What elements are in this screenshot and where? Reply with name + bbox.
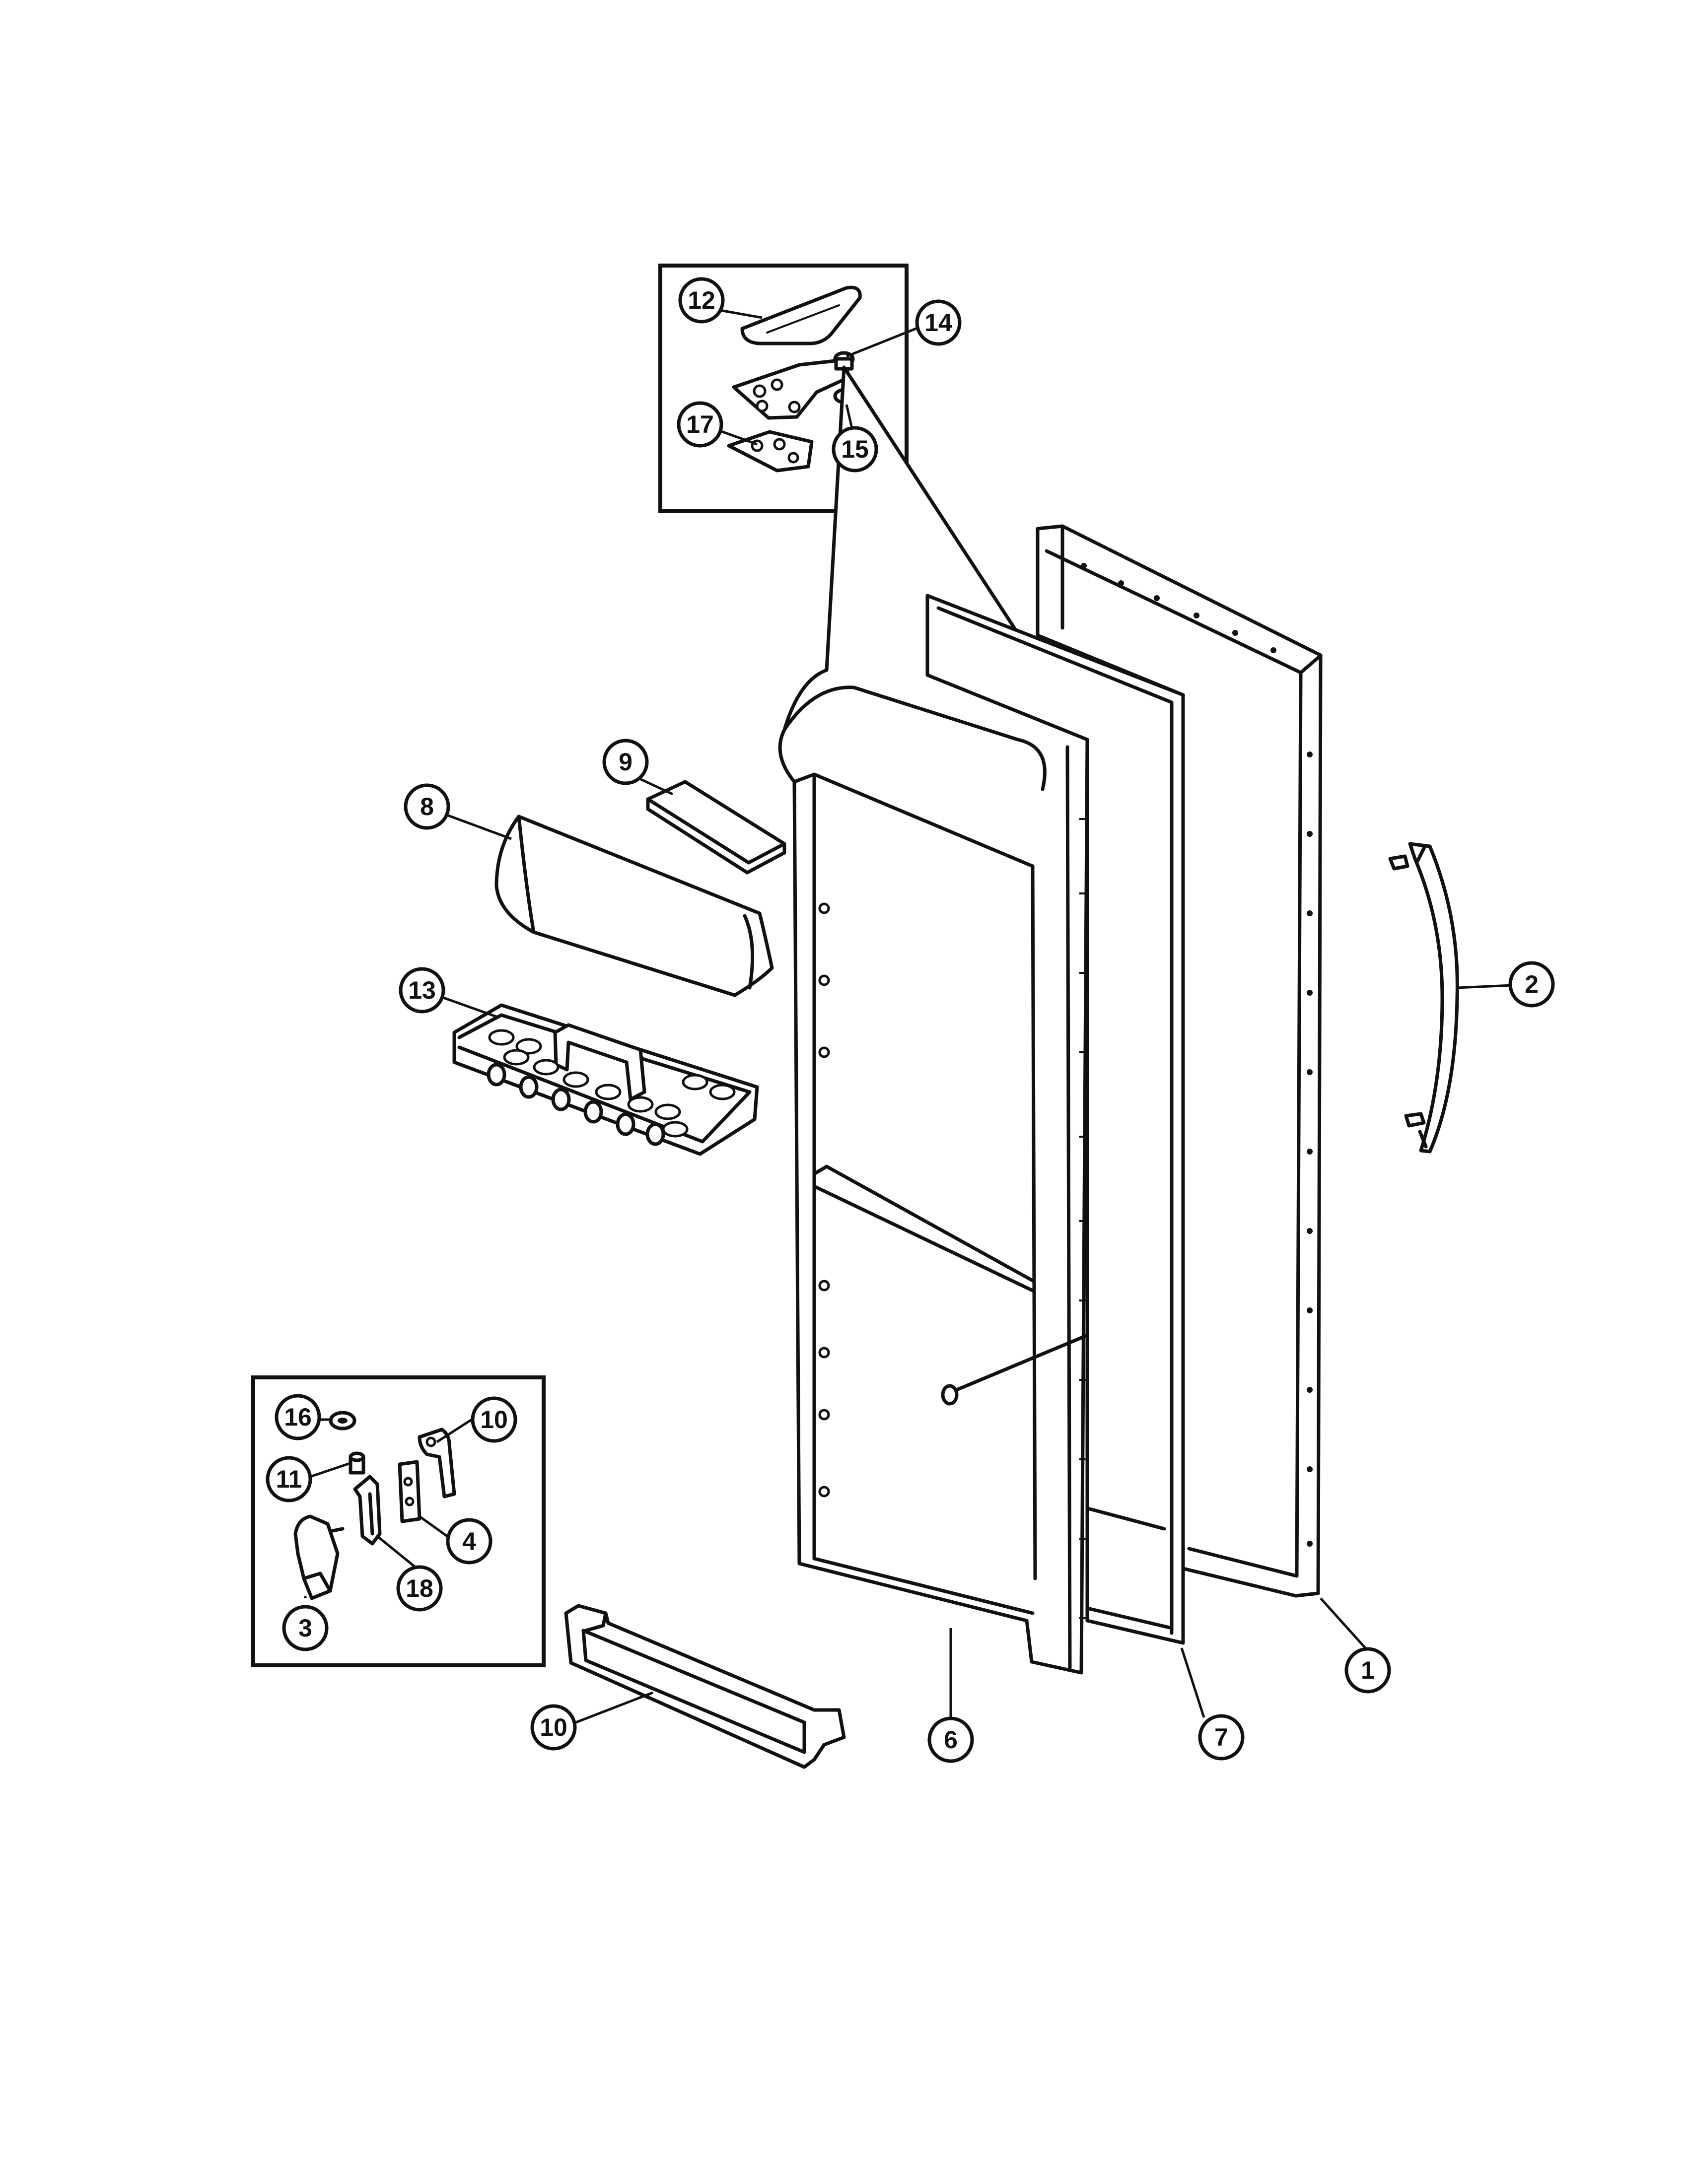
- top-hinge-inset: [658, 264, 909, 513]
- callout-4: 4: [446, 1518, 492, 1565]
- leader-lines: [304, 309, 1512, 1724]
- hinge-bracket-part: [418, 1428, 456, 1499]
- hinge-plate-part: [398, 1460, 422, 1523]
- svg-text:11: 11: [276, 1465, 302, 1493]
- svg-text:10: 10: [540, 1713, 567, 1741]
- callout-15: 15: [832, 426, 878, 473]
- svg-text:8: 8: [420, 793, 434, 820]
- butter-door-part: [494, 815, 774, 997]
- callout-9: 9: [602, 739, 649, 785]
- callout-10-bar: 10: [530, 1704, 577, 1751]
- lower-hinge-part: [353, 1475, 382, 1546]
- door-panel-part: [1036, 524, 1323, 1598]
- svg-text:9: 9: [619, 748, 633, 776]
- svg-text:10: 10: [480, 1406, 508, 1433]
- callout-14: 14: [915, 299, 962, 346]
- callout-7: 7: [1198, 1714, 1245, 1761]
- svg-text:6: 6: [944, 1726, 958, 1754]
- svg-text:12: 12: [688, 286, 715, 314]
- callout-1: 1: [1344, 1647, 1391, 1694]
- callout-2: 2: [1508, 961, 1555, 1008]
- callout-17: 17: [677, 401, 723, 448]
- svg-text:13: 13: [408, 976, 436, 1004]
- callout-12: 12: [678, 277, 725, 324]
- callout-8: 8: [404, 783, 450, 830]
- svg-text:3: 3: [298, 1614, 312, 1642]
- svg-text:16: 16: [284, 1403, 312, 1431]
- callout-3: 3: [282, 1605, 329, 1651]
- callout-16: 16: [275, 1394, 321, 1440]
- callout-11: 11: [266, 1456, 312, 1502]
- hinge-block-part: [293, 1514, 340, 1600]
- svg-text:15: 15: [841, 435, 869, 463]
- svg-text:14: 14: [924, 309, 952, 337]
- callout-13: 13: [399, 967, 445, 1014]
- svg-text:17: 17: [686, 410, 714, 438]
- callout-10-small: 10: [471, 1396, 517, 1443]
- callout-18: 18: [396, 1565, 443, 1612]
- svg-text:18: 18: [406, 1574, 433, 1602]
- svg-text:7: 7: [1214, 1723, 1228, 1751]
- svg-text:2: 2: [1525, 970, 1539, 998]
- egg-tray-part: [452, 1003, 759, 1156]
- svg-text:1: 1: [1361, 1656, 1375, 1684]
- door-shelf-bar-part: [564, 1604, 846, 1769]
- hinge-cover-part: [740, 285, 862, 345]
- door-handle-part: [1388, 842, 1459, 1154]
- callout-6: 6: [927, 1716, 974, 1763]
- bottom-hinge-inset: [251, 1375, 546, 1667]
- shelf-cover-part: [646, 780, 786, 875]
- svg-text:4: 4: [462, 1527, 476, 1555]
